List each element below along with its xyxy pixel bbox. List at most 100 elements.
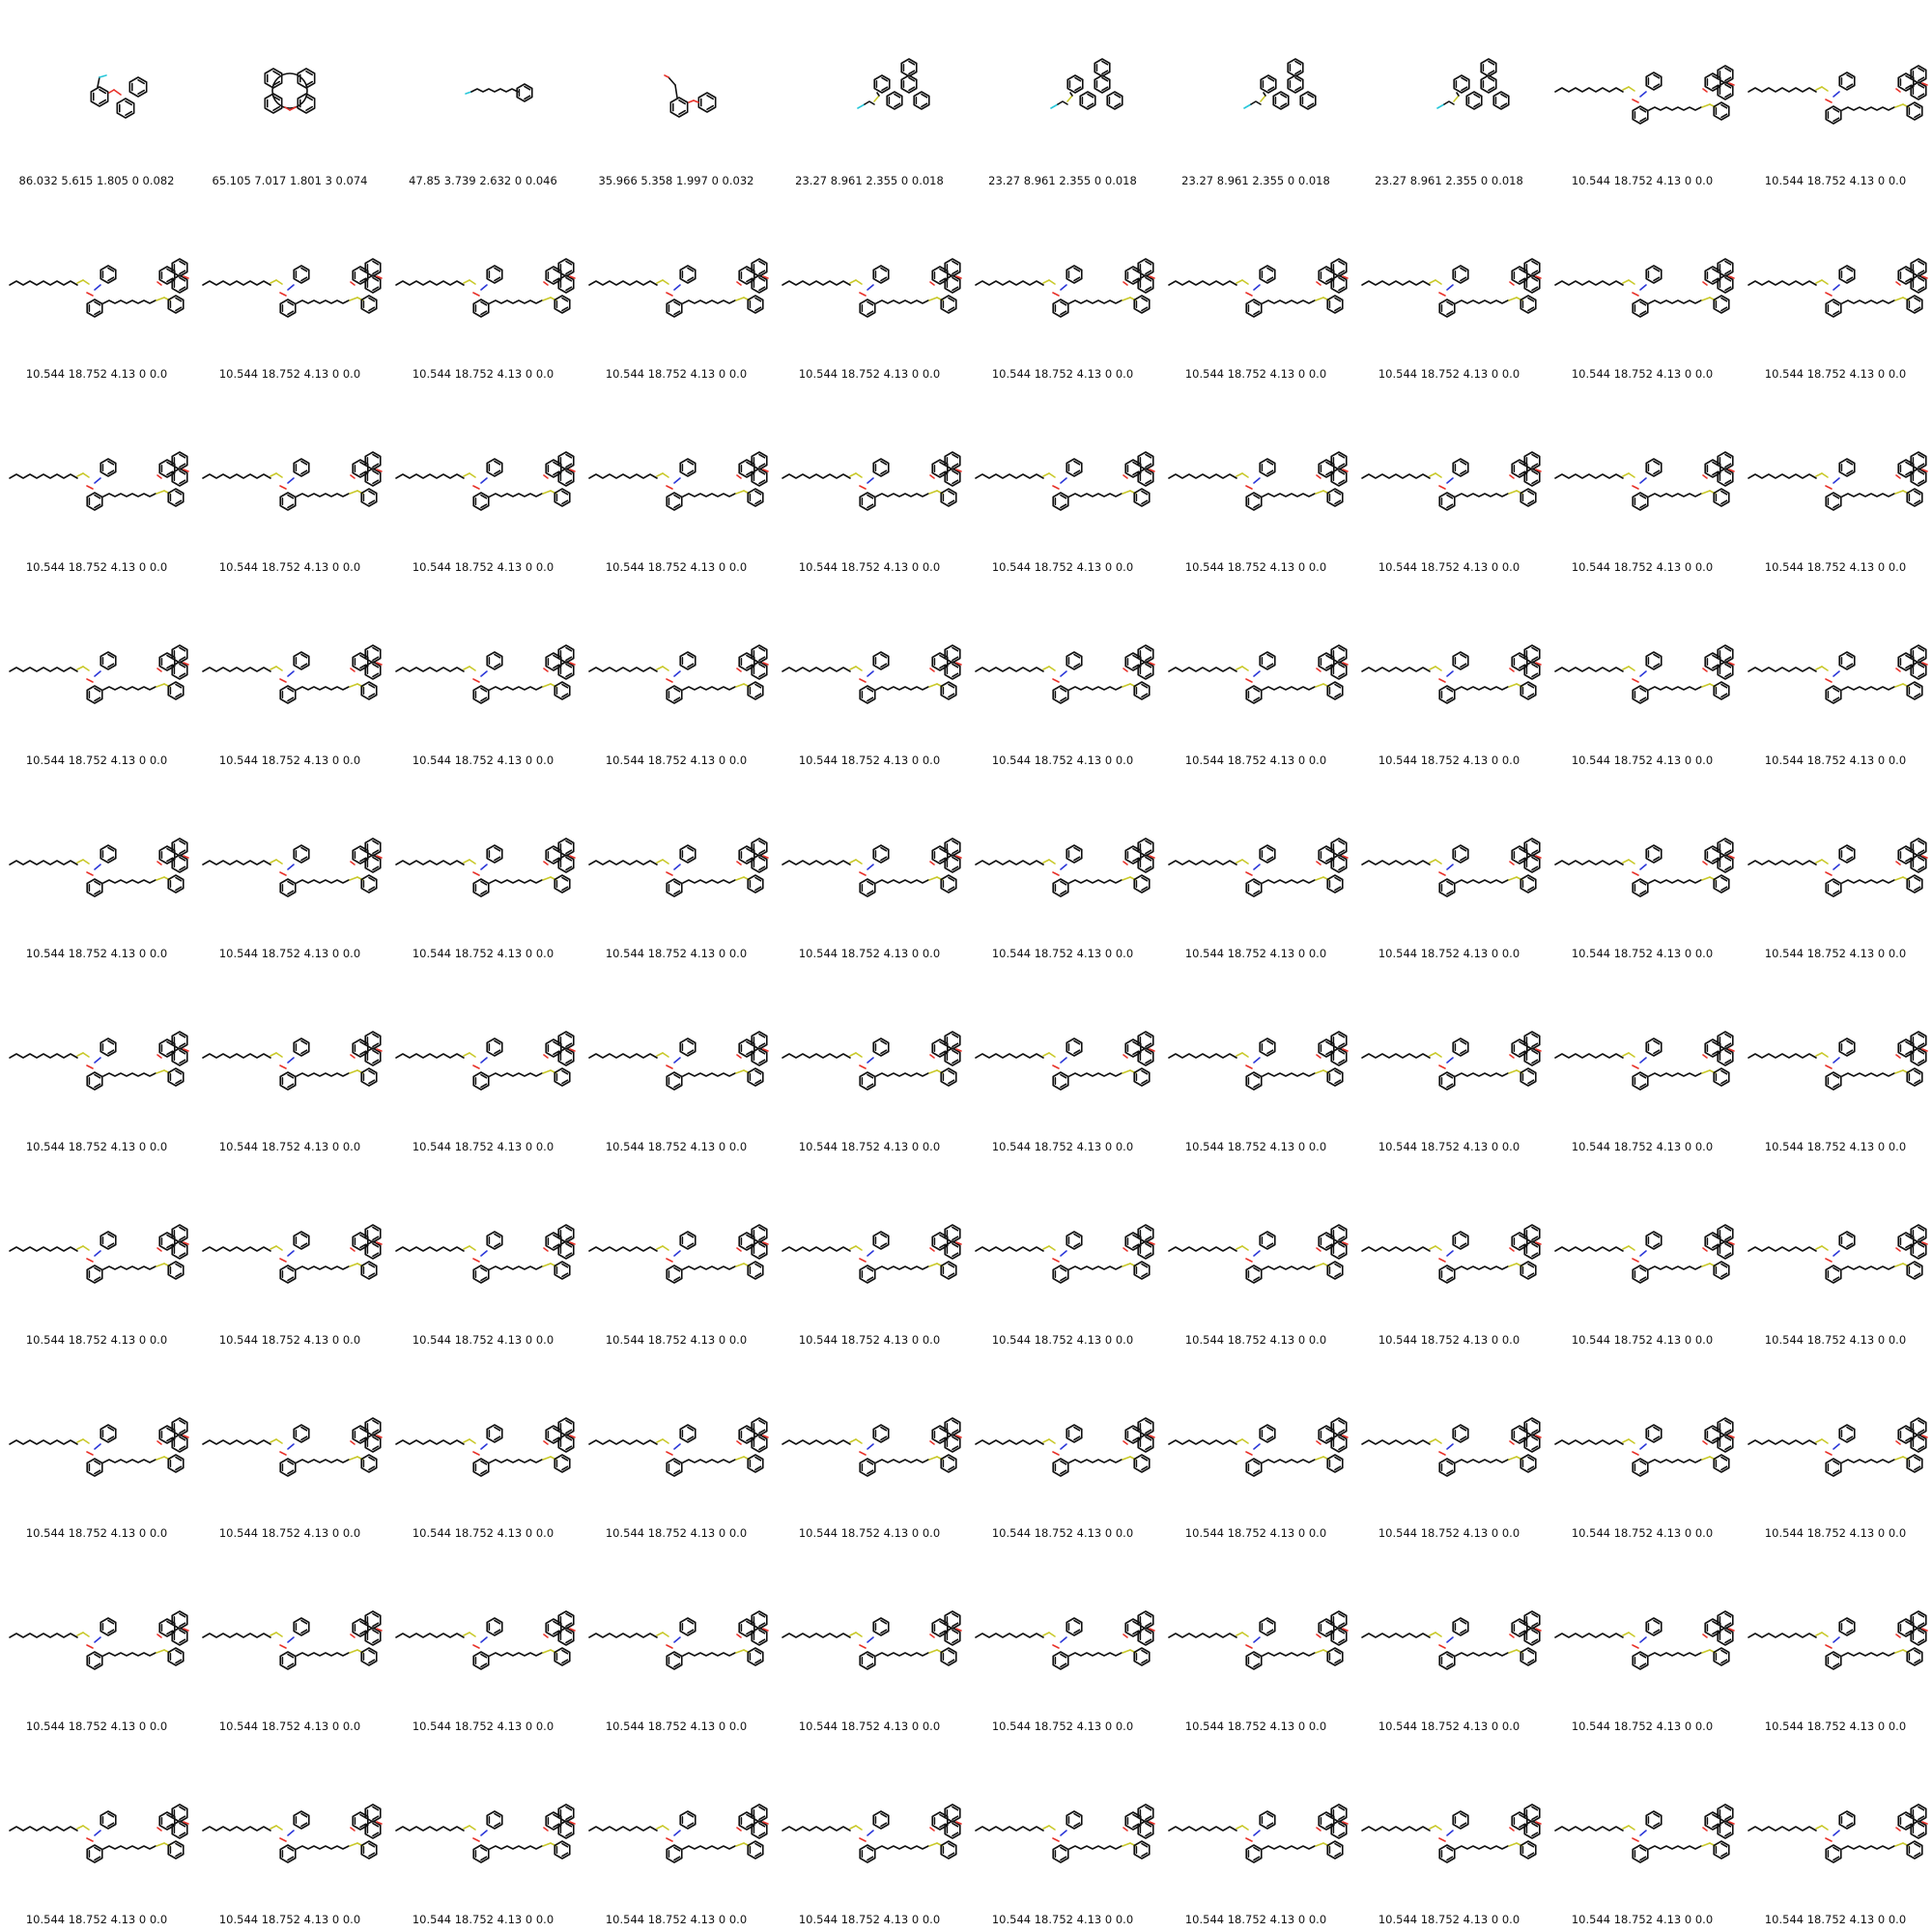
molecule-caption: 10.544 18.752 4.13 0 0.0 <box>218 753 361 767</box>
molecule-caption: 10.544 18.752 4.13 0 0.0 <box>218 1526 361 1540</box>
molecule-structure <box>202 1417 383 1477</box>
molecule-structure <box>1361 1417 1542 1477</box>
molecule-caption: 10.544 18.752 4.13 0 0.0 <box>412 1913 554 1926</box>
molecule-cell: 10.544 18.752 4.13 0 0.0 <box>386 1739 580 1932</box>
molecule-caption: 10.544 18.752 4.13 0 0.0 <box>798 1913 941 1926</box>
molecule-structure <box>9 644 189 704</box>
molecule-structure <box>1168 1610 1349 1670</box>
molecule-structure <box>1554 258 1735 318</box>
molecule-cell: 10.544 18.752 4.13 0 0.0 <box>966 1352 1159 1546</box>
molecule-cell: 10.544 18.752 4.13 0 0.0 <box>1352 1159 1546 1352</box>
molecule-caption: 10.544 18.752 4.13 0 0.0 <box>218 560 361 574</box>
molecule-cell: 10.544 18.752 4.13 0 0.0 <box>773 1739 966 1932</box>
molecule-cell: 10.544 18.752 4.13 0 0.0 <box>0 193 193 386</box>
molecule-cell: 10.544 18.752 4.13 0 0.0 <box>1352 193 1546 386</box>
molecule-structure <box>588 1610 769 1670</box>
molecule-caption: 10.544 18.752 4.13 0 0.0 <box>25 1333 168 1347</box>
molecule-cell: 10.544 18.752 4.13 0 0.0 <box>1159 966 1352 1159</box>
molecule-cell: 10.544 18.752 4.13 0 0.0 <box>1546 0 1739 193</box>
molecule-structure <box>975 644 1155 704</box>
molecule-structure <box>975 1804 1155 1863</box>
molecule-structure <box>975 258 1155 318</box>
molecule-cell: 10.544 18.752 4.13 0 0.0 <box>1739 1352 1932 1546</box>
molecule-structure <box>1747 838 1928 897</box>
molecule-cell: 10.544 18.752 4.13 0 0.0 <box>0 966 193 1159</box>
molecule-caption: 10.544 18.752 4.13 0 0.0 <box>1184 753 1327 767</box>
molecule-structure <box>781 644 962 704</box>
molecule-cell: 10.544 18.752 4.13 0 0.0 <box>193 580 386 773</box>
molecule-structure <box>1554 1417 1735 1477</box>
molecule-cell: 10.544 18.752 4.13 0 0.0 <box>1739 1739 1932 1932</box>
molecule-structure <box>588 451 769 511</box>
molecule-caption: 10.544 18.752 4.13 0 0.0 <box>1184 947 1327 960</box>
molecule-cell: 10.544 18.752 4.13 0 0.0 <box>580 1546 773 1739</box>
molecule-caption: 10.544 18.752 4.13 0 0.0 <box>605 1140 748 1153</box>
molecule-cell: 10.544 18.752 4.13 0 0.0 <box>1159 1352 1352 1546</box>
molecule-cell: 10.544 18.752 4.13 0 0.0 <box>1352 1739 1546 1932</box>
molecule-cell: 23.27 8.961 2.355 0 0.018 <box>966 0 1159 193</box>
molecule-structure <box>1554 65 1735 125</box>
molecule-structure <box>1747 258 1928 318</box>
molecule-structure <box>1554 1804 1735 1863</box>
molecule-cell: 10.544 18.752 4.13 0 0.0 <box>1546 773 1739 966</box>
molecule-cell: 10.544 18.752 4.13 0 0.0 <box>1352 773 1546 966</box>
molecule-caption: 10.544 18.752 4.13 0 0.0 <box>412 1333 554 1347</box>
molecule-cell: 10.544 18.752 4.13 0 0.0 <box>1352 1546 1546 1739</box>
molecule-cell: 10.544 18.752 4.13 0 0.0 <box>580 1352 773 1546</box>
molecule-caption: 10.544 18.752 4.13 0 0.0 <box>412 560 554 574</box>
molecule-cell: 86.032 5.615 1.805 0 0.082 <box>0 0 193 193</box>
molecule-structure <box>975 451 1155 511</box>
molecule-caption: 10.544 18.752 4.13 0 0.0 <box>605 560 748 574</box>
molecule-caption: 10.544 18.752 4.13 0 0.0 <box>798 367 941 381</box>
molecule-structure <box>202 838 383 897</box>
molecule-cell: 10.544 18.752 4.13 0 0.0 <box>1159 1546 1352 1739</box>
molecule-caption: 10.544 18.752 4.13 0 0.0 <box>1764 1140 1907 1153</box>
molecule-structure <box>1168 451 1349 511</box>
molecule-structure <box>1361 451 1542 511</box>
molecule-caption: 10.544 18.752 4.13 0 0.0 <box>991 560 1134 574</box>
molecule-caption: 10.544 18.752 4.13 0 0.0 <box>798 560 941 574</box>
molecule-structure <box>1168 258 1349 318</box>
molecule-cell: 10.544 18.752 4.13 0 0.0 <box>773 580 966 773</box>
molecule-structure <box>395 1224 576 1284</box>
molecule-cell: 10.544 18.752 4.13 0 0.0 <box>966 773 1159 966</box>
molecule-caption: 10.544 18.752 4.13 0 0.0 <box>1378 1913 1520 1926</box>
molecule-caption: 10.544 18.752 4.13 0 0.0 <box>1764 1913 1907 1926</box>
molecule-caption: 10.544 18.752 4.13 0 0.0 <box>1184 1333 1327 1347</box>
molecule-cell: 10.544 18.752 4.13 0 0.0 <box>1159 580 1352 773</box>
molecule-structure <box>588 1417 769 1477</box>
molecule-cell: 10.544 18.752 4.13 0 0.0 <box>193 1352 386 1546</box>
molecule-structure <box>1747 1610 1928 1670</box>
molecule-structure <box>1747 1417 1928 1477</box>
molecule-structure <box>857 58 930 110</box>
molecule-cell: 10.544 18.752 4.13 0 0.0 <box>773 773 966 966</box>
molecule-structure <box>1361 838 1542 897</box>
molecule-cell: 23.27 8.961 2.355 0 0.018 <box>1159 0 1352 193</box>
molecule-structure <box>9 1224 189 1284</box>
molecule-cell: 10.544 18.752 4.13 0 0.0 <box>1546 1546 1739 1739</box>
molecule-cell: 10.544 18.752 4.13 0 0.0 <box>386 773 580 966</box>
molecule-structure <box>1361 258 1542 318</box>
molecule-structure <box>395 258 576 318</box>
molecule-cell: 10.544 18.752 4.13 0 0.0 <box>0 773 193 966</box>
molecule-cell: 10.544 18.752 4.13 0 0.0 <box>966 1739 1159 1932</box>
molecule-structure <box>1554 644 1735 704</box>
molecule-structure <box>588 1031 769 1091</box>
molecule-cell: 10.544 18.752 4.13 0 0.0 <box>773 1352 966 1546</box>
molecule-structure <box>202 451 383 511</box>
molecule-cell: 10.544 18.752 4.13 0 0.0 <box>193 193 386 386</box>
molecule-structure <box>1168 1031 1349 1091</box>
molecule-caption: 10.544 18.752 4.13 0 0.0 <box>1184 1913 1327 1926</box>
molecule-caption: 23.27 8.961 2.355 0 0.018 <box>1375 174 1523 187</box>
molecule-structure <box>1050 58 1123 110</box>
molecule-cell: 10.544 18.752 4.13 0 0.0 <box>386 1546 580 1739</box>
molecule-structure <box>1747 65 1928 125</box>
molecule-caption: 10.544 18.752 4.13 0 0.0 <box>25 947 168 960</box>
molecule-structure <box>395 838 576 897</box>
molecule-cell: 10.544 18.752 4.13 0 0.0 <box>1739 0 1932 193</box>
molecule-caption: 10.544 18.752 4.13 0 0.0 <box>991 947 1134 960</box>
molecule-caption: 10.544 18.752 4.13 0 0.0 <box>1378 1333 1520 1347</box>
molecule-cell: 10.544 18.752 4.13 0 0.0 <box>193 1739 386 1932</box>
molecule-structure <box>1747 451 1928 511</box>
molecule-cell: 10.544 18.752 4.13 0 0.0 <box>773 193 966 386</box>
